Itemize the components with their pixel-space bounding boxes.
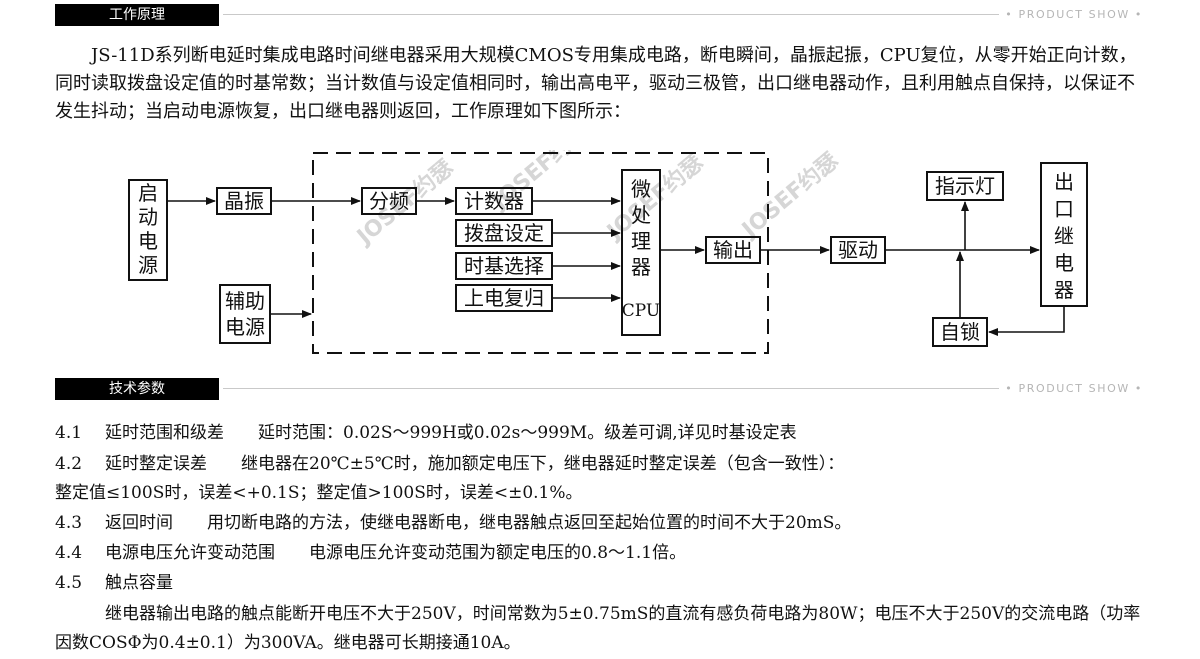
svg-text:器: 器 bbox=[631, 255, 651, 279]
indicator-lamp-box bbox=[926, 171, 1004, 201]
arrow-relay-selflock bbox=[988, 306, 1065, 336]
section-title: 技术参数 bbox=[55, 378, 219, 400]
product-show-tag: • PRODUCT SHOW • bbox=[999, 381, 1145, 397]
section-header-principle: 工作原理 • PRODUCT SHOW • bbox=[55, 4, 1145, 26]
spec-item-continuation: 整定值≤100S时，误差<+0.1S；整定值>100S时，误差<±0.1%。 bbox=[55, 483, 583, 503]
self-lock-label: 自锁 bbox=[940, 320, 980, 344]
crystal-label: 晶振 bbox=[224, 189, 264, 213]
section-title: 工作原理 bbox=[55, 4, 219, 26]
svg-text:处: 处 bbox=[631, 203, 651, 227]
start-power-box bbox=[128, 179, 168, 281]
svg-text:口: 口 bbox=[1054, 197, 1074, 221]
cpu-box bbox=[621, 169, 661, 336]
power-on-reset-label: 上电复归 bbox=[464, 286, 544, 310]
timebase-select-label: 时基选择 bbox=[464, 254, 544, 278]
cpu-label: 微 bbox=[631, 177, 651, 201]
svg-text:理: 理 bbox=[631, 229, 651, 253]
svg-text:电源: 电源 bbox=[225, 315, 265, 339]
divider-line bbox=[223, 388, 1145, 389]
svg-text:电: 电 bbox=[1054, 251, 1074, 275]
svg-text:动: 动 bbox=[138, 205, 158, 229]
start-power-label: 启 bbox=[138, 181, 158, 205]
product-show-tag: • PRODUCT SHOW • bbox=[999, 7, 1145, 23]
svg-text:电: 电 bbox=[138, 229, 158, 253]
divider-line bbox=[223, 14, 1145, 15]
intro-paragraph: JS-11D系列断电延时集成电路时间继电器采用大规模CMOS专用集成电路，断电瞬… bbox=[55, 45, 1137, 122]
output-label: 输出 bbox=[713, 238, 753, 262]
relay-label: 出 bbox=[1054, 170, 1074, 194]
svg-text:源: 源 bbox=[138, 253, 158, 277]
drive-label: 驱动 bbox=[838, 238, 878, 262]
svg-text:CPU: CPU bbox=[622, 301, 660, 321]
working-principle-diagram: JOSEF约瑟 JOSEF约瑟 JOSEF约瑟 JOSEF约瑟 bbox=[128, 150, 1088, 354]
svg-text:继: 继 bbox=[1054, 224, 1074, 248]
indicator-lamp-label: 指示灯 bbox=[935, 174, 995, 198]
divider-label: 分频 bbox=[369, 189, 409, 213]
aux-power-label: 辅助 bbox=[225, 289, 265, 313]
svg-text:JOSEF约瑟: JOSEF约瑟 bbox=[736, 150, 844, 244]
counter-label: 计数器 bbox=[464, 189, 524, 213]
contact-capacity-paragraph: 继电器输出电路的触点能断开电压不大于250V，时间常数为5±0.75mS的直流有… bbox=[55, 604, 1141, 653]
section-header-specs: 技术参数 • PRODUCT SHOW • bbox=[55, 378, 1145, 400]
integrated-circuit-boundary bbox=[312, 152, 769, 354]
dial-setting-label: 拨盘设定 bbox=[464, 221, 544, 245]
svg-text:JOSEF约瑟: JOSEF约瑟 bbox=[601, 150, 709, 246]
svg-text:器: 器 bbox=[1054, 278, 1074, 302]
